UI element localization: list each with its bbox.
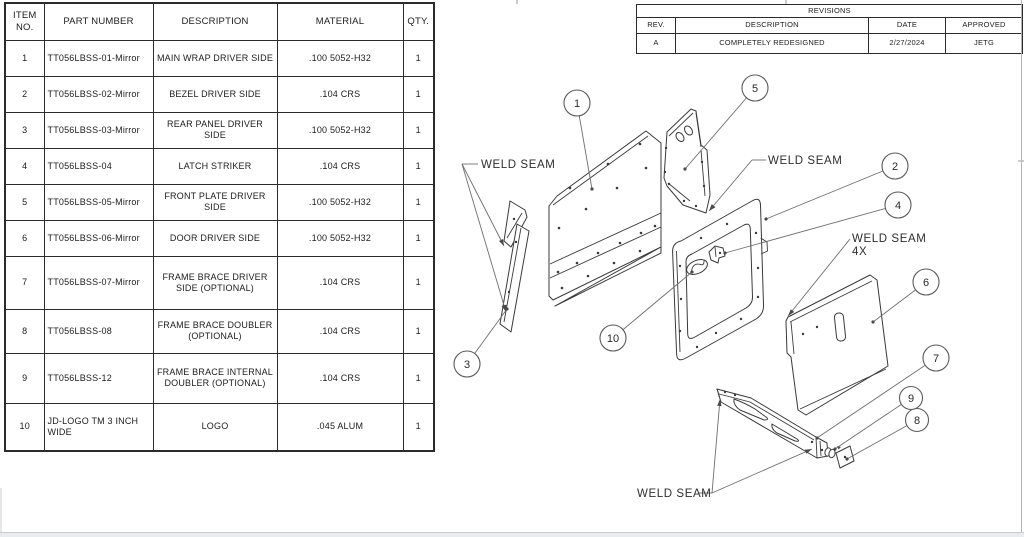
weld-seam-4x-callout: WELD SEAM 4X bbox=[787, 233, 926, 317]
svg-text:3: 3 bbox=[464, 359, 470, 371]
svg-text:4: 4 bbox=[895, 200, 901, 212]
part-2-bezel bbox=[672, 198, 768, 361]
bom-header-description: DESCRIPTION bbox=[152, 2, 278, 41]
bom-table: ITEM NO. PART NUMBER DESCRIPTION MATERIA… bbox=[4, 2, 435, 452]
item-no: 10 bbox=[4, 402, 45, 452]
material: .104 CRS bbox=[276, 147, 404, 185]
material: .104 CRS bbox=[276, 308, 404, 354]
rev-description: COMPLETELY REDESIGNED bbox=[675, 33, 869, 54]
part-number: TT056LBSS-12 bbox=[43, 352, 154, 404]
svg-text:1: 1 bbox=[574, 98, 580, 110]
balloon-7: 7 bbox=[922, 344, 950, 372]
part-4-latch-striker bbox=[708, 245, 726, 264]
bom-header-part-number: PART NUMBER bbox=[43, 2, 154, 41]
part-10-logo bbox=[686, 259, 708, 275]
bom-row: 3 TT056LBSS-03-Mirror REAR PANEL DRIVER … bbox=[4, 111, 435, 149]
part-number: TT056LBSS-04 bbox=[43, 147, 154, 185]
balloon-leaders bbox=[466, 87, 937, 461]
weld-seam-bottom-callout: WELD SEAM bbox=[637, 398, 813, 500]
material: .104 CRS bbox=[276, 352, 404, 404]
bom-header-row: ITEM NO. PART NUMBER DESCRIPTION MATERIA… bbox=[4, 2, 435, 41]
revisions-row: A COMPLETELY REDESIGNED 2/27/2024 JETG bbox=[636, 33, 1023, 54]
qty: 1 bbox=[402, 402, 435, 452]
bom-header-qty: QTY. bbox=[402, 2, 435, 41]
revisions-table: REVISIONS REV. DESCRIPTION DATE APPROVED… bbox=[636, 4, 1023, 54]
part-number: JD-LOGO TM 3 INCH WIDE bbox=[43, 402, 154, 452]
description: BEZEL DRIVER SIDE bbox=[152, 75, 278, 113]
qty: 1 bbox=[402, 111, 435, 149]
material: .100 5052-H32 bbox=[276, 111, 404, 149]
part-number: TT056LBSS-05-Mirror bbox=[43, 183, 154, 221]
balloon-3: 3 bbox=[453, 350, 481, 378]
balloon-4: 4 bbox=[884, 191, 912, 219]
bom-row: 9 TT056LBSS-12 FRAME BRACE INTERNAL DOUB… bbox=[4, 352, 435, 404]
balloon-6: 6 bbox=[912, 268, 940, 296]
description: MAIN WRAP DRIVER SIDE bbox=[152, 39, 278, 77]
balloon-10: 10 bbox=[599, 324, 627, 352]
material: .045 ALUM bbox=[276, 402, 404, 452]
bom-row: 7 TT056LBSS-07-Mirror FRAME BRACE DRIVER… bbox=[4, 255, 435, 310]
balloons: 1 2 3 4 5 6 7 8 9 10 bbox=[453, 74, 950, 433]
description: REAR PANEL DRIVER SIDE bbox=[152, 111, 278, 149]
part-6-door bbox=[785, 274, 889, 416]
bom-row: 10 JD-LOGO TM 3 INCH WIDE LOGO .045 ALUM… bbox=[4, 402, 435, 452]
weld-seam-label: WELD SEAM bbox=[481, 159, 555, 171]
part-5-front-plate bbox=[663, 108, 711, 214]
qty: 1 bbox=[402, 308, 435, 354]
part-1-main-wrap bbox=[548, 130, 662, 307]
balloon-1: 1 bbox=[563, 89, 591, 117]
material: .104 CRS bbox=[276, 255, 404, 310]
svg-text:2: 2 bbox=[892, 161, 898, 173]
weld-seam-left-callout: WELD SEAM bbox=[461, 159, 555, 313]
bottom-bar bbox=[0, 532, 1024, 537]
item-no: 7 bbox=[4, 255, 45, 310]
rev-date: 2/27/2024 bbox=[868, 33, 946, 54]
balloon-2: 2 bbox=[881, 152, 909, 180]
item-no: 1 bbox=[4, 39, 45, 77]
svg-text:7: 7 bbox=[933, 353, 939, 365]
weld-seam-label: WELD SEAM bbox=[768, 155, 842, 167]
description: FRONT PLATE DRIVER SIDE bbox=[152, 183, 278, 221]
qty: 1 bbox=[402, 39, 435, 77]
svg-text:8: 8 bbox=[914, 415, 920, 427]
material: .104 CRS bbox=[276, 75, 404, 113]
balloon-9: 9 bbox=[898, 385, 924, 411]
weld-seam-qty-label: 4X bbox=[852, 246, 867, 258]
svg-text:10: 10 bbox=[607, 333, 619, 345]
weld-seam-label: WELD SEAM bbox=[637, 488, 711, 500]
svg-text:5: 5 bbox=[752, 83, 758, 95]
qty: 1 bbox=[402, 147, 435, 185]
weld-seam-right-callout: WELD SEAM bbox=[708, 155, 842, 212]
material: .100 5052-H32 bbox=[276, 219, 404, 257]
part-8-frame-brace-doubler bbox=[835, 445, 855, 469]
balloon-5: 5 bbox=[741, 74, 769, 102]
part-3-rear-panel bbox=[499, 200, 530, 333]
qty: 1 bbox=[402, 352, 435, 404]
qty: 1 bbox=[402, 75, 435, 113]
bom-row: 2 TT056LBSS-02-Mirror BEZEL DRIVER SIDE … bbox=[4, 75, 435, 113]
bom-row: 8 TT056LBSS-08 FRAME BRACE DOUBLER (OPTI… bbox=[4, 308, 435, 354]
weld-seam-label: WELD SEAM bbox=[852, 233, 926, 245]
bom-row: 4 TT056LBSS-04 LATCH STRIKER .104 CRS 1 bbox=[4, 147, 435, 185]
svg-text:9: 9 bbox=[908, 393, 914, 405]
part-number: TT056LBSS-08 bbox=[43, 308, 154, 354]
part-9-frame-brace-internal-doubler bbox=[824, 446, 841, 459]
qty: 1 bbox=[402, 219, 435, 257]
svg-text:6: 6 bbox=[923, 277, 929, 289]
material: .100 5052-H32 bbox=[276, 39, 404, 77]
balloon-8: 8 bbox=[904, 407, 930, 433]
description: LATCH STRIKER bbox=[152, 147, 278, 185]
